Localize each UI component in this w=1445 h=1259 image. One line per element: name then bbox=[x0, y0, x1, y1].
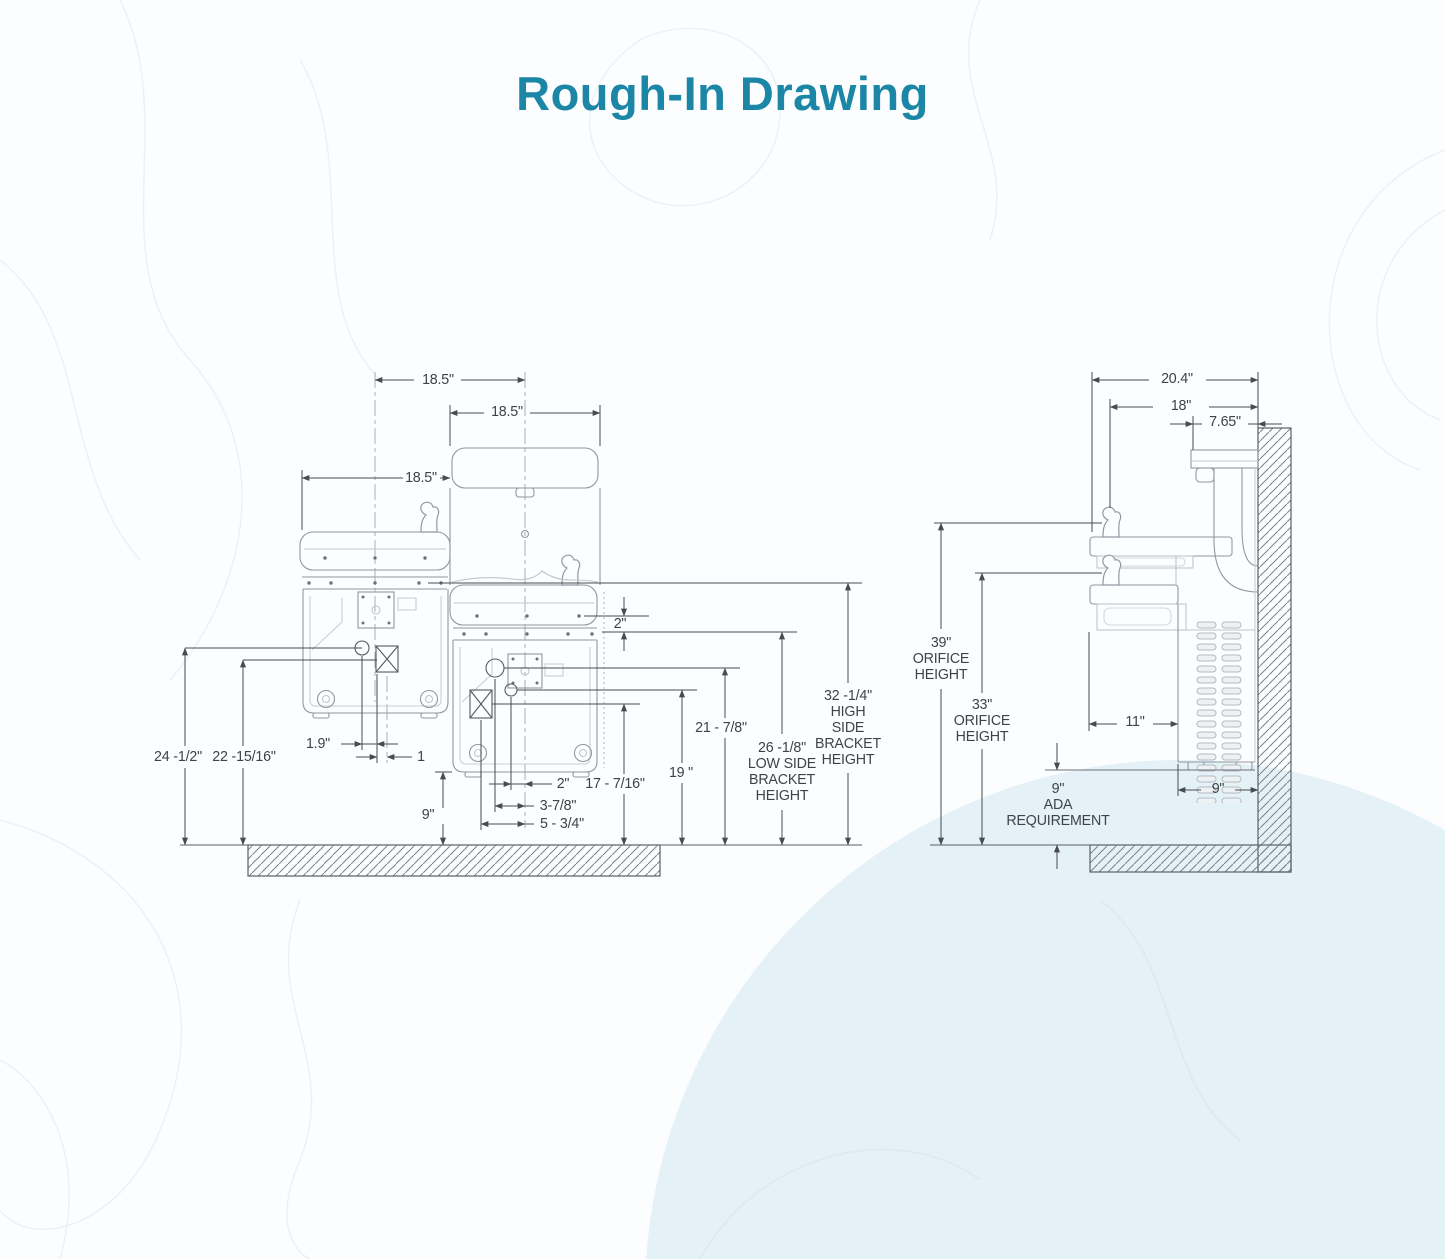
chassis-outline bbox=[302, 589, 449, 714]
sensor-circle bbox=[520, 529, 530, 539]
basin-bumper bbox=[449, 584, 598, 626]
low-side-unit-front bbox=[449, 447, 605, 778]
mounting-plate bbox=[357, 591, 395, 629]
filler-arch-inner bbox=[1241, 468, 1259, 567]
filler-arch-outer bbox=[1213, 468, 1259, 593]
front-view bbox=[180, 372, 862, 877]
floor-section-side bbox=[1089, 844, 1292, 873]
bubbler-spout-icon bbox=[420, 501, 440, 533]
supply-circle bbox=[485, 658, 505, 678]
filler-top-profile bbox=[1190, 449, 1259, 469]
bubbler-spout-icon bbox=[1102, 506, 1122, 538]
chassis-outline bbox=[452, 640, 598, 773]
mounting-plate bbox=[507, 653, 543, 689]
screw-dots bbox=[462, 614, 594, 685]
wall-section bbox=[1257, 427, 1292, 873]
waste-circle bbox=[504, 683, 518, 697]
drain-x-box bbox=[375, 645, 399, 673]
high-side-unit-front bbox=[299, 501, 451, 719]
background-blob bbox=[646, 760, 1445, 1259]
screw-dots bbox=[307, 556, 443, 625]
filler-spout bbox=[1195, 467, 1215, 483]
side-view bbox=[930, 372, 1292, 873]
page-title: Rough-In Drawing bbox=[516, 67, 929, 120]
vent-grille bbox=[1196, 620, 1243, 803]
floor-section-front bbox=[180, 844, 862, 877]
fountain-profile bbox=[1045, 449, 1259, 803]
low-basin-profile bbox=[1089, 584, 1179, 605]
utility-locations bbox=[354, 640, 399, 673]
side-dimension-lines bbox=[934, 372, 1282, 869]
bubbler-spout-icon bbox=[1102, 554, 1122, 586]
high-basin-profile bbox=[1089, 536, 1233, 557]
front-dimension-lines bbox=[181, 376, 862, 846]
chiller-cabinet bbox=[1177, 604, 1255, 803]
